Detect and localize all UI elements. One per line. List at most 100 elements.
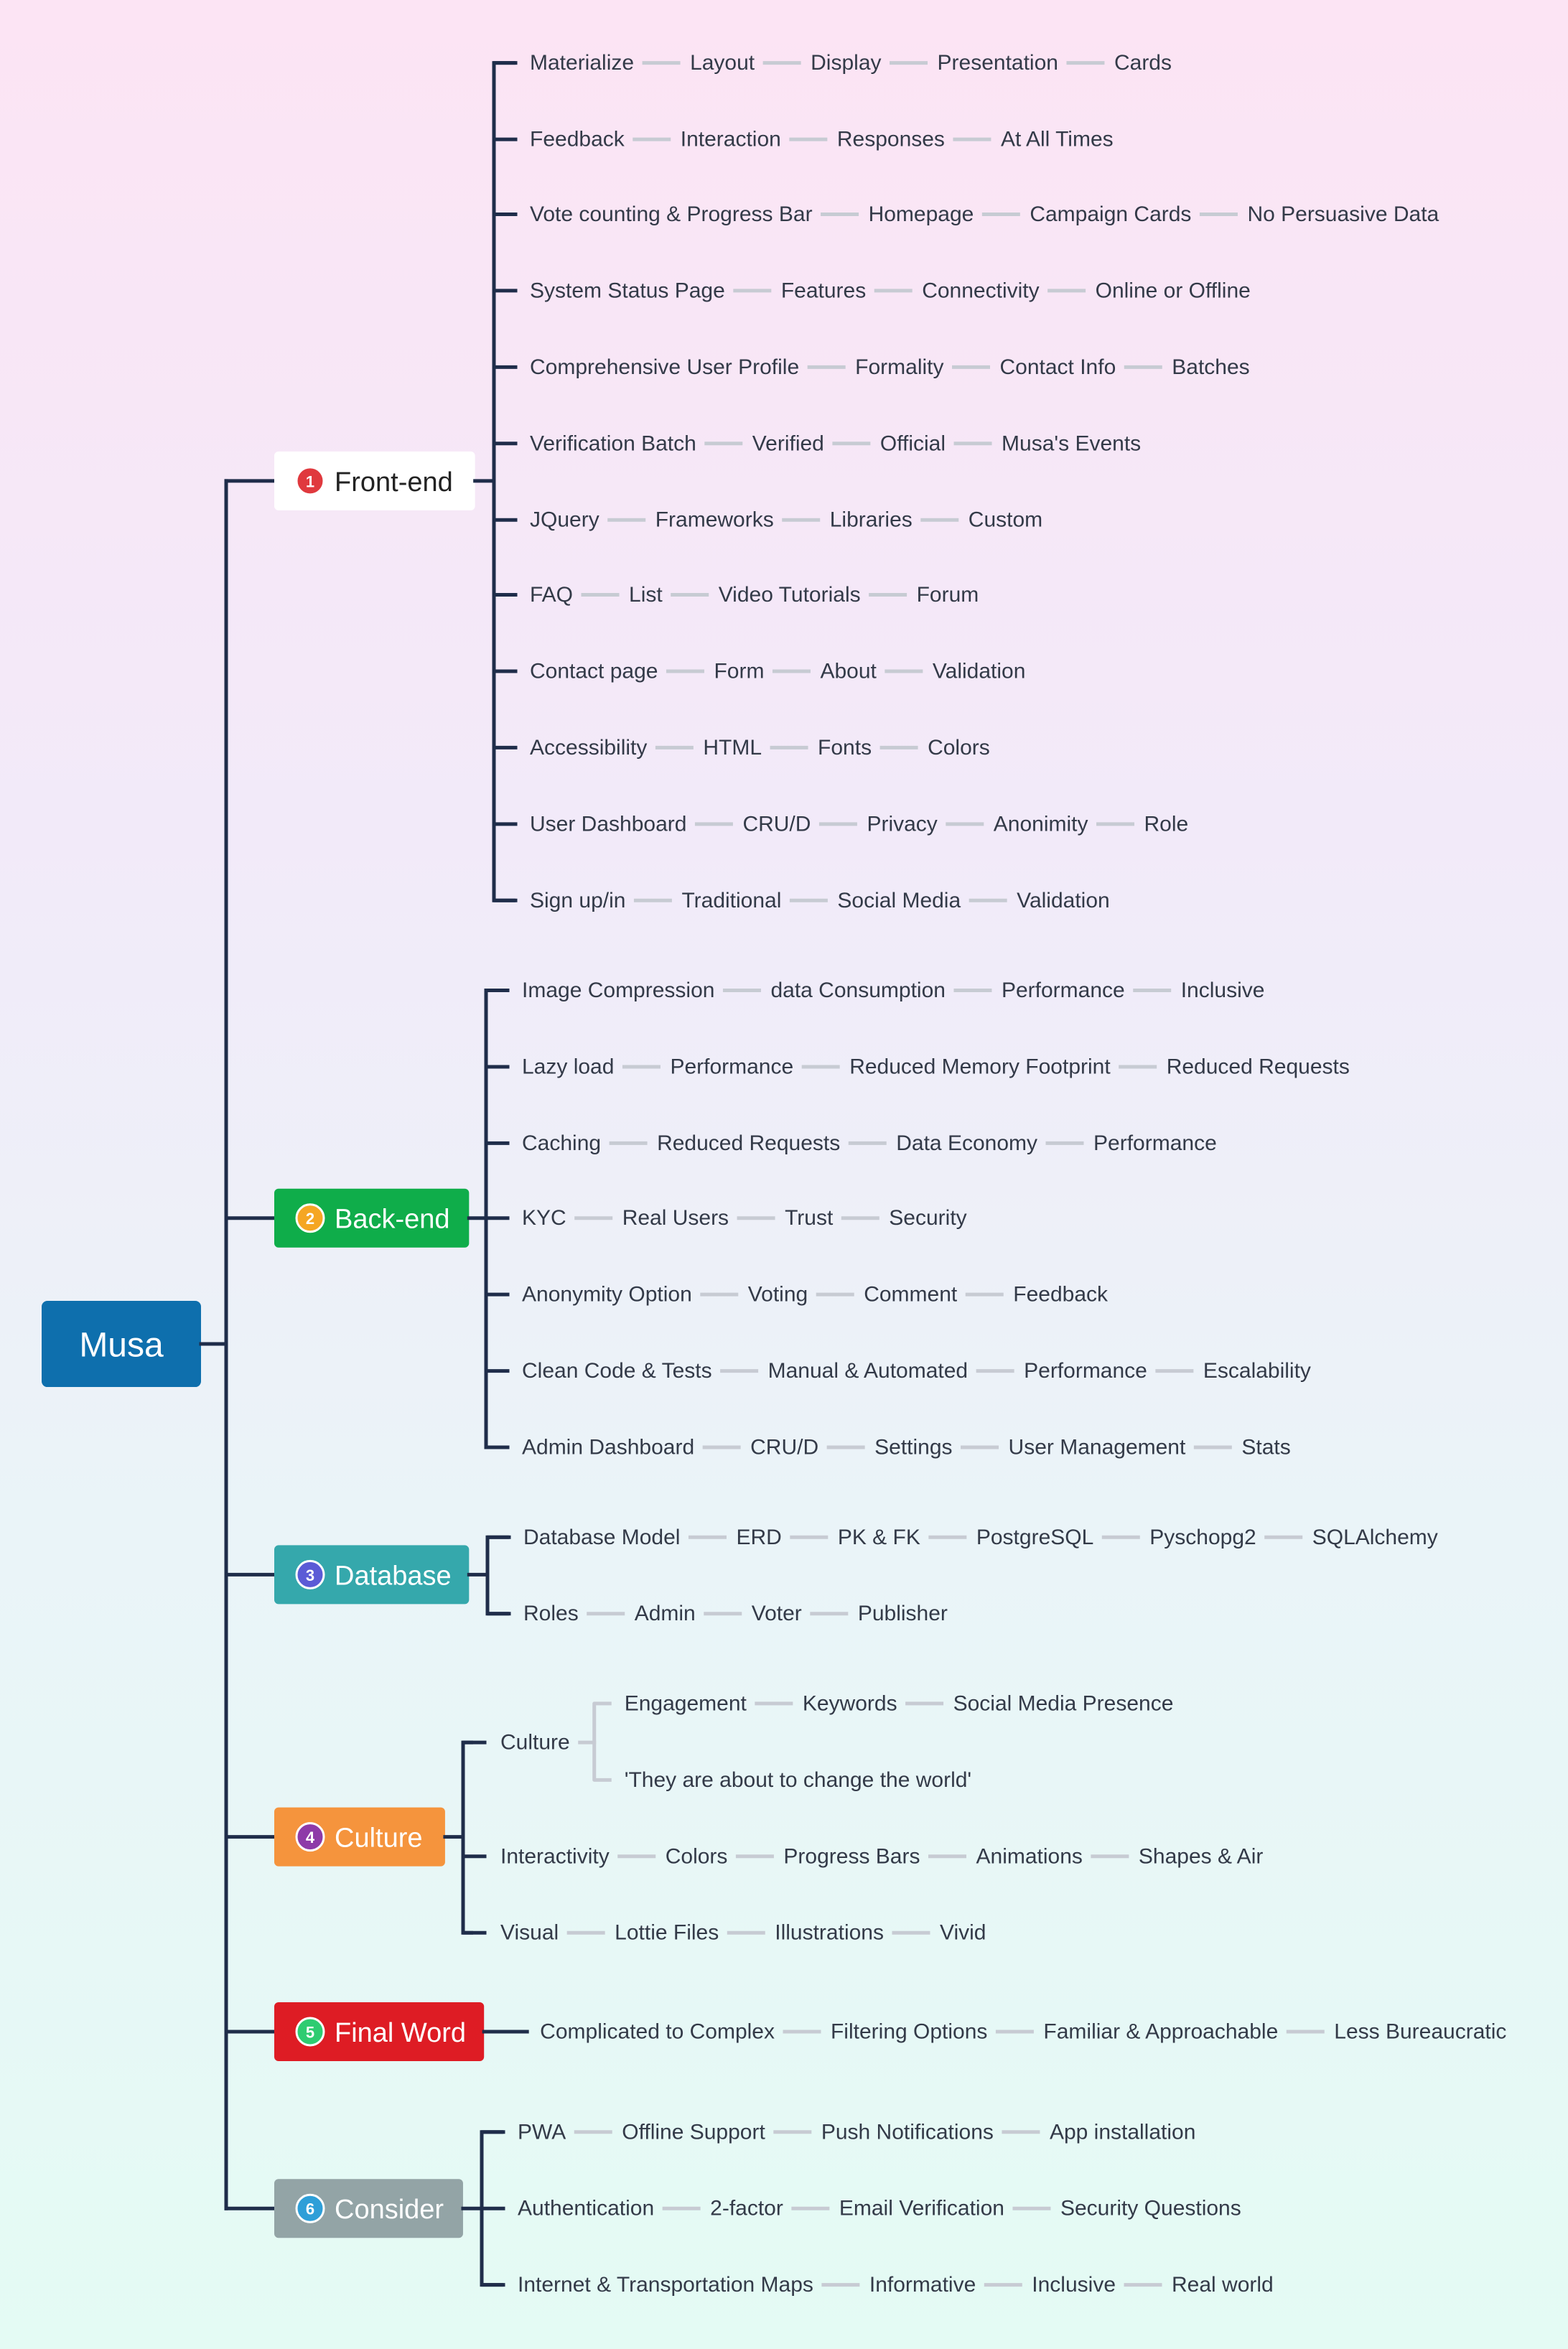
culture-bracket — [592, 1701, 612, 1782]
leaf-node: CRU/D — [742, 812, 811, 836]
leaf-node: Caching — [522, 1131, 601, 1155]
branch-box — [274, 1807, 445, 1867]
leaf-node: Reduced Requests — [1167, 1055, 1350, 1078]
leaf-node: Trust — [785, 1206, 834, 1230]
branch-culture[interactable]: 4 Culture — [274, 1807, 445, 1867]
leaf-node: Lottie Files — [615, 1921, 719, 1945]
leaf-node: Publisher — [858, 1602, 948, 1625]
leaf-node: Comment — [864, 1283, 958, 1307]
leaf-node: Forum — [917, 583, 979, 607]
leaf-node: Anonymity Option — [522, 1283, 692, 1307]
leaf-node: Voter — [752, 1602, 802, 1625]
leaf-node: Feedback — [1013, 1283, 1109, 1307]
leaf-node: ERD — [736, 1526, 781, 1549]
leaf-node: Progress Bars — [783, 1844, 920, 1868]
leaf-node: Reduced Memory Footprint — [849, 1055, 1111, 1078]
leaf-node: Authentication — [518, 2197, 654, 2220]
leaf-node: PWA — [518, 2120, 566, 2144]
leaf-node: HTML — [703, 736, 762, 760]
branch-label: Culture — [335, 1823, 423, 1854]
leaf-node: Privacy — [867, 812, 937, 836]
leaf-node: 'They are about to change the world' — [625, 1768, 971, 1792]
leaf-node: Internet & Transportation Maps — [518, 2273, 813, 2297]
branch-label: Database — [335, 1561, 452, 1591]
leaf-node: Clean Code & Tests — [522, 1359, 712, 1383]
leaf-node: Vivid — [940, 1921, 986, 1945]
branch-box — [274, 451, 475, 510]
leaf-node: Stats — [1241, 1436, 1290, 1460]
leaf-node: Performance — [1024, 1359, 1147, 1383]
leaf-node: Frameworks — [655, 508, 774, 532]
leaf-node: Online or Offline — [1096, 279, 1251, 302]
leaf-node: Colors — [928, 736, 990, 760]
leaf-node: Admin Dashboard — [522, 1436, 694, 1460]
leaf-node: About — [820, 659, 877, 683]
leaf-node: Less Bureaucratic — [1334, 2019, 1506, 2043]
leaf-node: Engagement — [625, 1691, 747, 1715]
leaf-node: Verified — [752, 431, 824, 455]
culture-subnode: Culture — [500, 1731, 570, 1755]
branch-box — [274, 2179, 463, 2238]
branch-label: Back-end — [335, 1205, 450, 1235]
leaf-node: Validation — [1017, 889, 1110, 912]
leaf-node: Email Verification — [839, 2197, 1004, 2220]
branch-number-badge — [295, 1559, 325, 1589]
leaf-node: Illustrations — [775, 1921, 884, 1945]
branch-number-text: 4 — [306, 1829, 315, 1846]
leaf-node: Cards — [1114, 51, 1172, 75]
branch-box — [274, 1188, 470, 1248]
leaf-node: Settings — [874, 1436, 952, 1460]
leaf-node: Push Notifications — [821, 2120, 994, 2144]
leaf-node: data Consumption — [770, 979, 946, 1002]
leaf-node: Interaction — [681, 128, 781, 151]
leaf-node: PostgreSQL — [976, 1526, 1093, 1549]
leaf-node: Keywords — [803, 1691, 897, 1715]
leaf-node: Animations — [976, 1844, 1083, 1868]
leaf-node: Visual — [500, 1921, 559, 1945]
leaf-node: Sign up/in — [530, 889, 625, 912]
leaf-node: Inclusive — [1181, 979, 1265, 1002]
leaf-node: System Status Page — [530, 279, 725, 302]
leaf-node: User Dashboard — [530, 812, 686, 836]
leaf-node: Interactivity — [500, 1844, 610, 1868]
leaf-node: Musa's Events — [1002, 431, 1141, 455]
leaf-node: Admin — [635, 1602, 696, 1625]
leaf-node: Video Tutorials — [719, 583, 861, 607]
leaf-node: Custom — [969, 508, 1042, 532]
leaf-node: Display — [811, 51, 881, 75]
leaf-node: Real world — [1172, 2273, 1274, 2297]
leaf-node: Informative — [869, 2273, 976, 2297]
leaf-node: Presentation — [938, 51, 1058, 75]
branch-number-text: 6 — [306, 2200, 314, 2218]
leaf-node: Data Economy — [896, 1131, 1037, 1155]
row-bracket — [485, 1535, 509, 1616]
branch-label: Final Word — [335, 2018, 466, 2048]
leaf-node: Complicated to Complex — [540, 2019, 775, 2043]
leaf-node: Image Compression — [522, 979, 714, 1002]
leaf-node: At All Times — [1001, 128, 1114, 151]
leaf-node: Contact page — [530, 659, 658, 683]
leaf-node: KYC — [522, 1206, 566, 1230]
leaf-node: Roles — [523, 1602, 579, 1625]
branch-final-word[interactable]: 5 Final Word — [274, 2002, 485, 2061]
branch-number-text: 5 — [306, 2023, 314, 2041]
leaf-node: SQLAlchemy — [1312, 1526, 1438, 1549]
leaf-node: User Management — [1009, 1436, 1186, 1460]
leaf-node: Comprehensive User Profile — [530, 355, 799, 379]
leaf-node: Vote counting & Progress Bar — [530, 202, 813, 226]
leaf-node: Voting — [748, 1283, 808, 1307]
leaf-node: Security Questions — [1060, 2197, 1241, 2220]
branch-number-text: 1 — [306, 472, 314, 490]
leaf-node: Pyschopg2 — [1149, 1526, 1256, 1549]
leaf-node: Responses — [837, 128, 945, 151]
root-node-box — [42, 1301, 201, 1388]
leaf-node: Anonimity — [994, 812, 1088, 836]
leaf-node: Layout — [690, 51, 755, 75]
leaf-node: Filtering Options — [831, 2019, 987, 2043]
leaf-node: Security — [889, 1206, 966, 1230]
leaf-node: No Persuasive Data — [1247, 202, 1439, 226]
